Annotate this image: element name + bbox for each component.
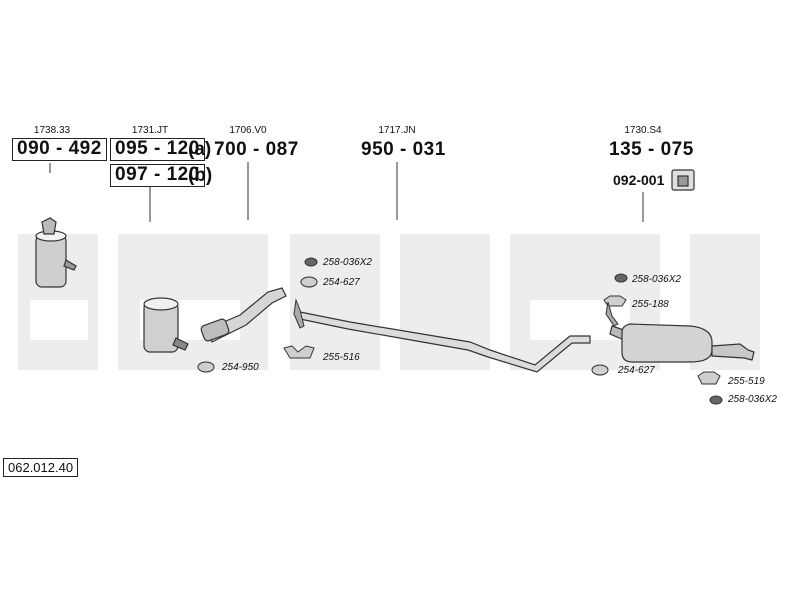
hardware-label: 258-036X2: [728, 394, 777, 405]
middle-pipe: [299, 311, 591, 373]
variant-label: (b): [188, 165, 213, 186]
catalog-code: 062.012.40: [3, 458, 79, 477]
part-number: 700 - 087: [214, 139, 299, 160]
leader-lines: [49, 162, 644, 222]
hardware-label: 254-627: [323, 277, 360, 288]
part-ref-label: 1731.JT: [131, 125, 169, 136]
rear-silencer: [609, 323, 755, 363]
part-number: 950 - 031: [361, 139, 446, 160]
hardware-label: 255-188: [632, 299, 669, 310]
hardware-label: 254-950: [222, 362, 259, 373]
part-ref-label: 1717.JN: [378, 125, 416, 136]
hardware-label: 255-519: [728, 376, 765, 387]
hardware-label: 258-036X2: [323, 257, 372, 268]
particulate-filter-top: [35, 217, 77, 288]
part-number: 090 - 492: [12, 138, 107, 161]
hardware-label: 254-627: [618, 365, 655, 376]
front-pipe: [200, 287, 287, 343]
hardware-label: 258-036X2: [632, 274, 681, 285]
part-number: 135 - 075: [609, 139, 694, 160]
bracket-icon: [671, 169, 695, 191]
part-number: 092-001: [613, 172, 665, 188]
variant-label: (a): [188, 139, 212, 160]
hardware-icons: [197, 257, 723, 405]
part-number: 097 - 120: [110, 164, 205, 187]
particulate-filter-bottom: [143, 297, 189, 353]
part-ref-label: 1738.33: [33, 125, 71, 136]
part-ref-label: 1706.V0: [229, 125, 267, 136]
part-number: 095 - 120: [110, 138, 205, 161]
hardware-label: 255-516: [323, 352, 360, 363]
part-ref-label: 1730.S4: [624, 125, 662, 136]
watermark-logo: [18, 234, 760, 370]
